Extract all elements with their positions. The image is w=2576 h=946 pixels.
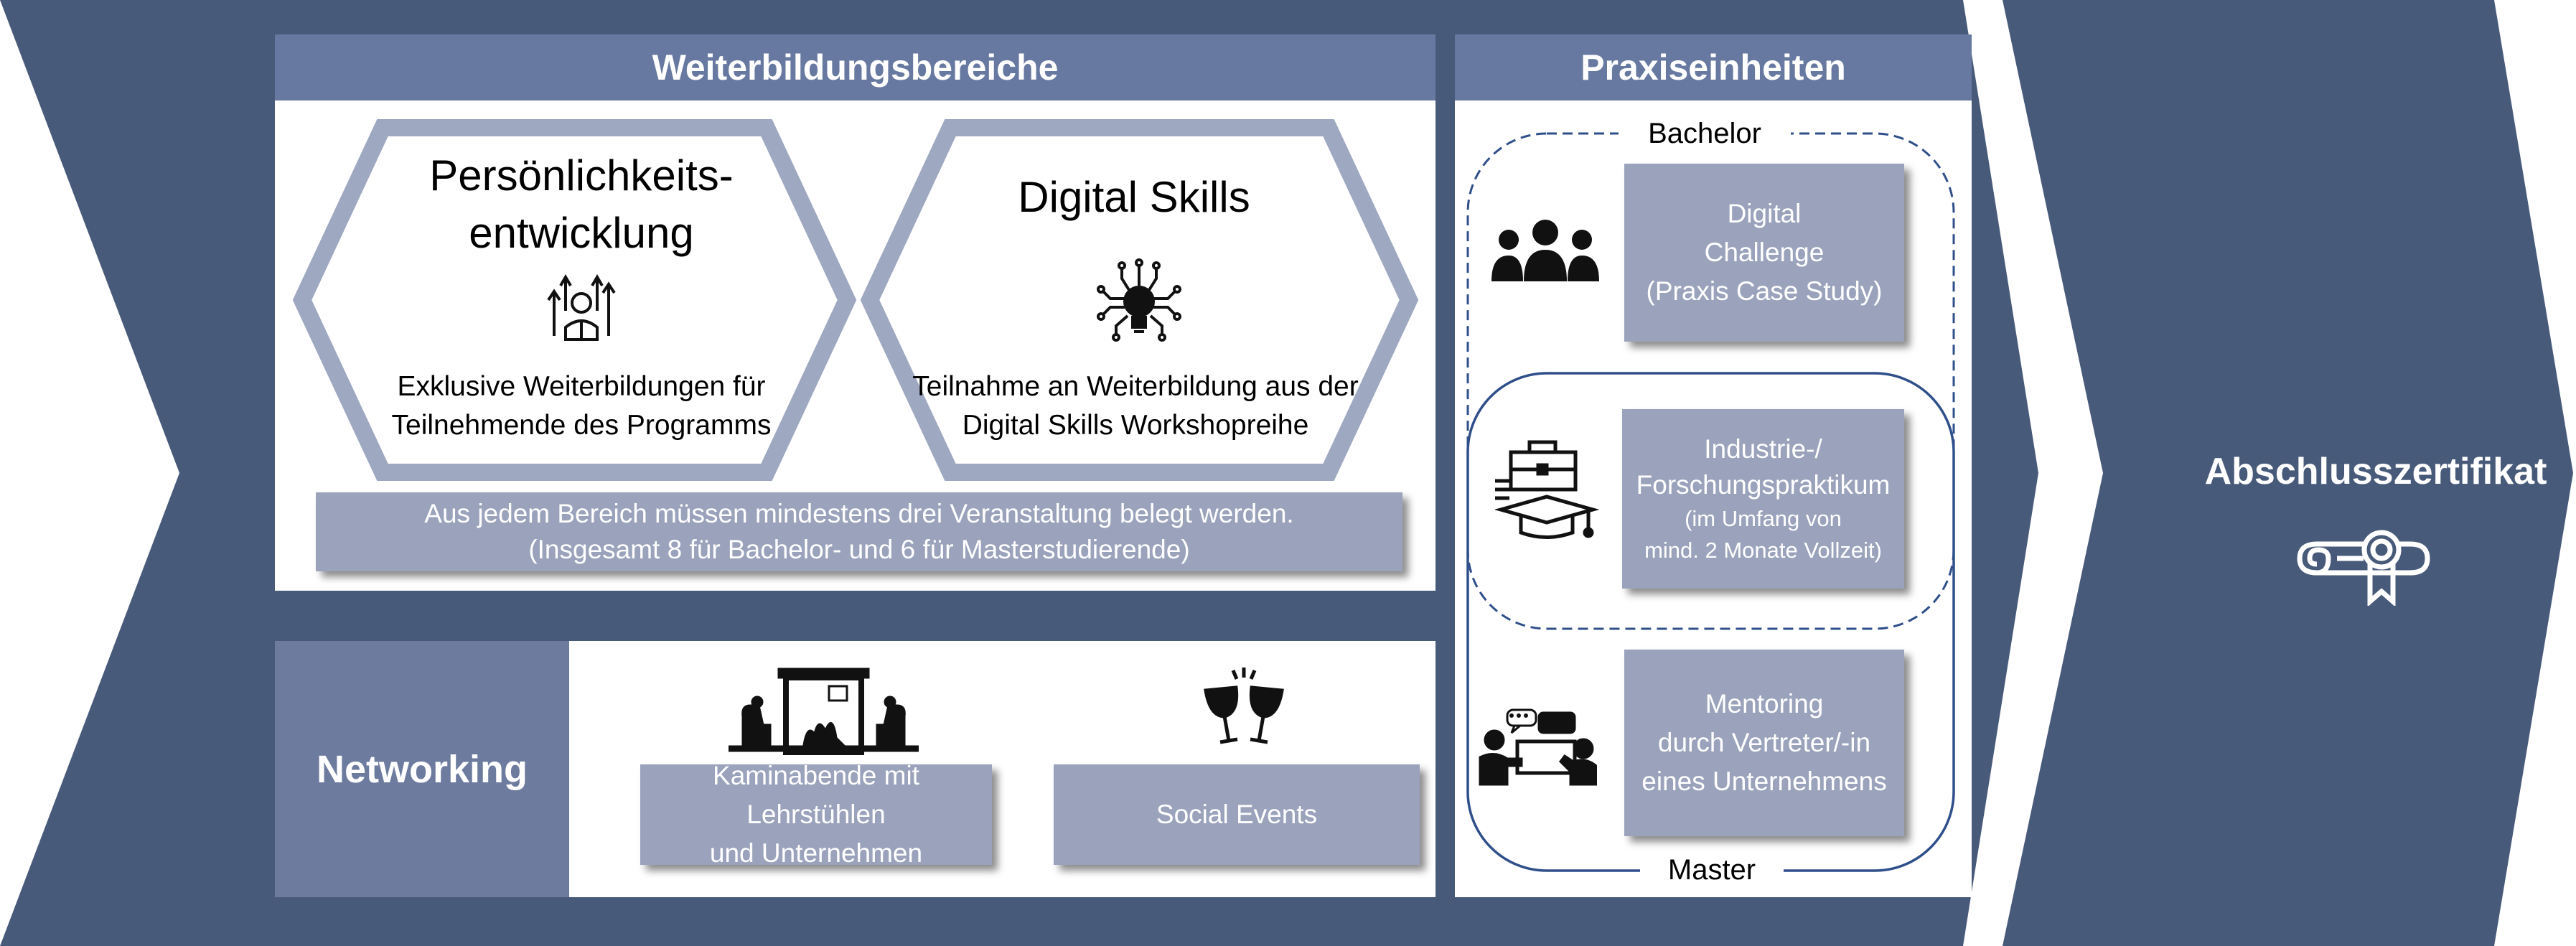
lightbulb-network-icon bbox=[1097, 258, 1181, 342]
hex1-title-line1: Persönlichkeits- bbox=[429, 151, 734, 200]
fireside-evenings-box: Kaminabende mit Lehrstühlen und Unterneh… bbox=[640, 761, 992, 868]
hex1-desc-line2: Teilnehmende des Programms bbox=[391, 410, 772, 441]
fireside-line1: Kaminabende mit Lehrstühlen bbox=[713, 761, 919, 829]
card3-line3: eines Unternehmens bbox=[1641, 767, 1887, 796]
fireplace-icon bbox=[729, 668, 919, 755]
card1-line1: Digital bbox=[1727, 199, 1802, 228]
hex2-desc-line2: Digital Skills Workshopreihe bbox=[962, 410, 1309, 441]
mentoring-icon bbox=[1479, 708, 1597, 786]
person-growth-icon bbox=[547, 274, 616, 341]
card2-line2: Forschungspraktikum bbox=[1636, 470, 1891, 500]
team-icon bbox=[1491, 220, 1599, 281]
card1-line2: Challenge bbox=[1704, 238, 1825, 267]
digital-challenge-card: Digital Challenge (Praxis Case Study) bbox=[1624, 164, 1904, 342]
hexagon-digital bbox=[860, 119, 1419, 481]
card2-line1: Industrie-/ bbox=[1704, 434, 1822, 464]
wine-toast-icon bbox=[1204, 668, 1284, 744]
hex2-desc-line1: Teilnahme an Weiterbildung aus der bbox=[912, 371, 1359, 402]
certificate-title: Abschlusszertifikat bbox=[2204, 451, 2547, 492]
hex1-title: Persönlichkeits- entwicklung bbox=[402, 147, 761, 262]
praxis-header: Praxiseinheiten bbox=[1455, 34, 1972, 100]
hex1-description: Exklusive Weiterbildungen für Teilnehmen… bbox=[373, 367, 790, 445]
fireside-line2: und Unternehmen bbox=[709, 838, 923, 868]
hex2-title: Digital Skills bbox=[1018, 173, 1250, 221]
requirement-line1: Aus jedem Bereich müssen mindestens drei… bbox=[424, 499, 1294, 528]
networking-label: Networking bbox=[275, 641, 569, 897]
hex2-description: Teilnahme an Weiterbildung aus der Digit… bbox=[906, 367, 1365, 445]
hexagon-personality bbox=[292, 119, 857, 481]
bachelor-label: Bachelor bbox=[1619, 115, 1791, 152]
master-label: Master bbox=[1640, 851, 1784, 889]
hex1-desc-line1: Exklusive Weiterbildungen für bbox=[397, 371, 766, 402]
certificate-icon bbox=[2297, 530, 2430, 606]
mentoring-card: Mentoring durch Vertreter/-in eines Unte… bbox=[1624, 650, 1904, 836]
card3-line1: Mentoring bbox=[1705, 689, 1824, 718]
card2-line4: mind. 2 Monate Vollzeit) bbox=[1644, 538, 1882, 563]
hex1-title-line2: entwicklung bbox=[469, 209, 694, 257]
requirement-line2: (Insgesamt 8 für Bachelor- und 6 für Mas… bbox=[528, 535, 1190, 564]
requirement-banner: Aus jedem Bereich müssen mindestens drei… bbox=[316, 492, 1402, 571]
weiterbildung-header: Weiterbildungsbereiche bbox=[275, 34, 1435, 100]
final-chevron bbox=[2003, 0, 2573, 946]
social-events-box: Social Events bbox=[1054, 764, 1420, 865]
internship-card: Industrie-/ Forschungspraktikum (im Umfa… bbox=[1622, 409, 1904, 589]
card3-line2: durch Vertreter/-in bbox=[1657, 728, 1871, 757]
card1-line3: (Praxis Case Study) bbox=[1646, 276, 1883, 306]
briefcase-graduation-icon bbox=[1495, 440, 1599, 539]
card2-line3: (im Umfang von bbox=[1685, 506, 1842, 531]
